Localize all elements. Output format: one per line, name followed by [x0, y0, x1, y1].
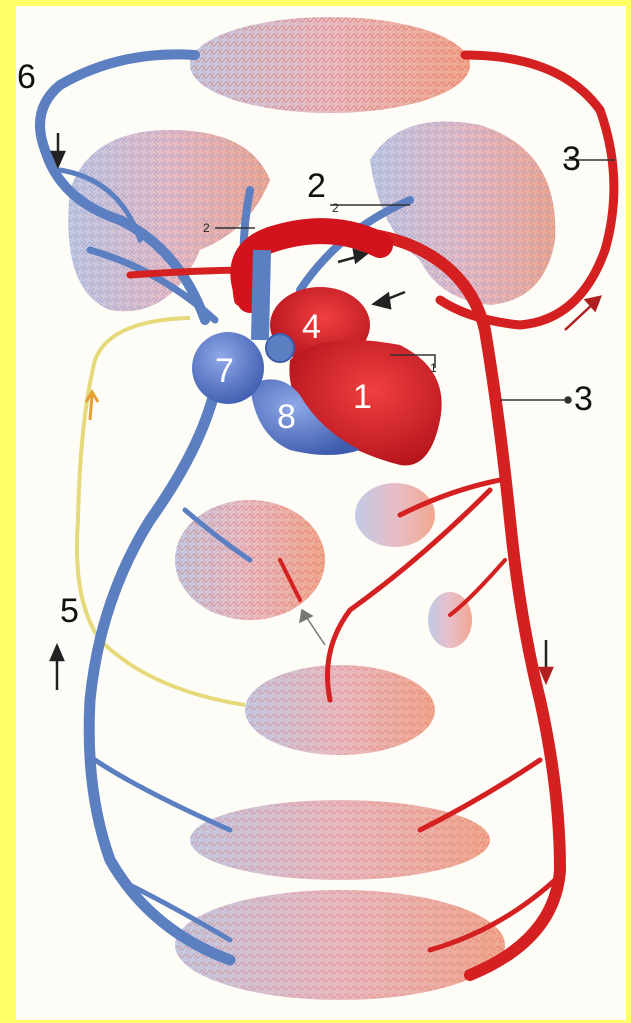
label-2-small-left: 2 — [203, 221, 210, 235]
heart-label-4: 4 — [302, 308, 321, 346]
heart-label-1: 1 — [353, 378, 372, 416]
label-2: 2 — [307, 167, 326, 205]
heart-label-7: 7 — [215, 352, 234, 390]
label-6: 6 — [17, 58, 36, 96]
label-5: 5 — [60, 592, 79, 630]
label-3-mid: 3 — [574, 380, 593, 418]
superior-vena-cava — [260, 250, 262, 340]
stomach-capillary-bed — [355, 483, 435, 547]
heart-label-8: 8 — [277, 398, 296, 436]
label-2-small: 2 — [332, 201, 339, 215]
label-3-top: 3 — [562, 140, 581, 178]
label-1-small: 1 — [430, 361, 437, 375]
vessel-opening — [266, 334, 294, 362]
